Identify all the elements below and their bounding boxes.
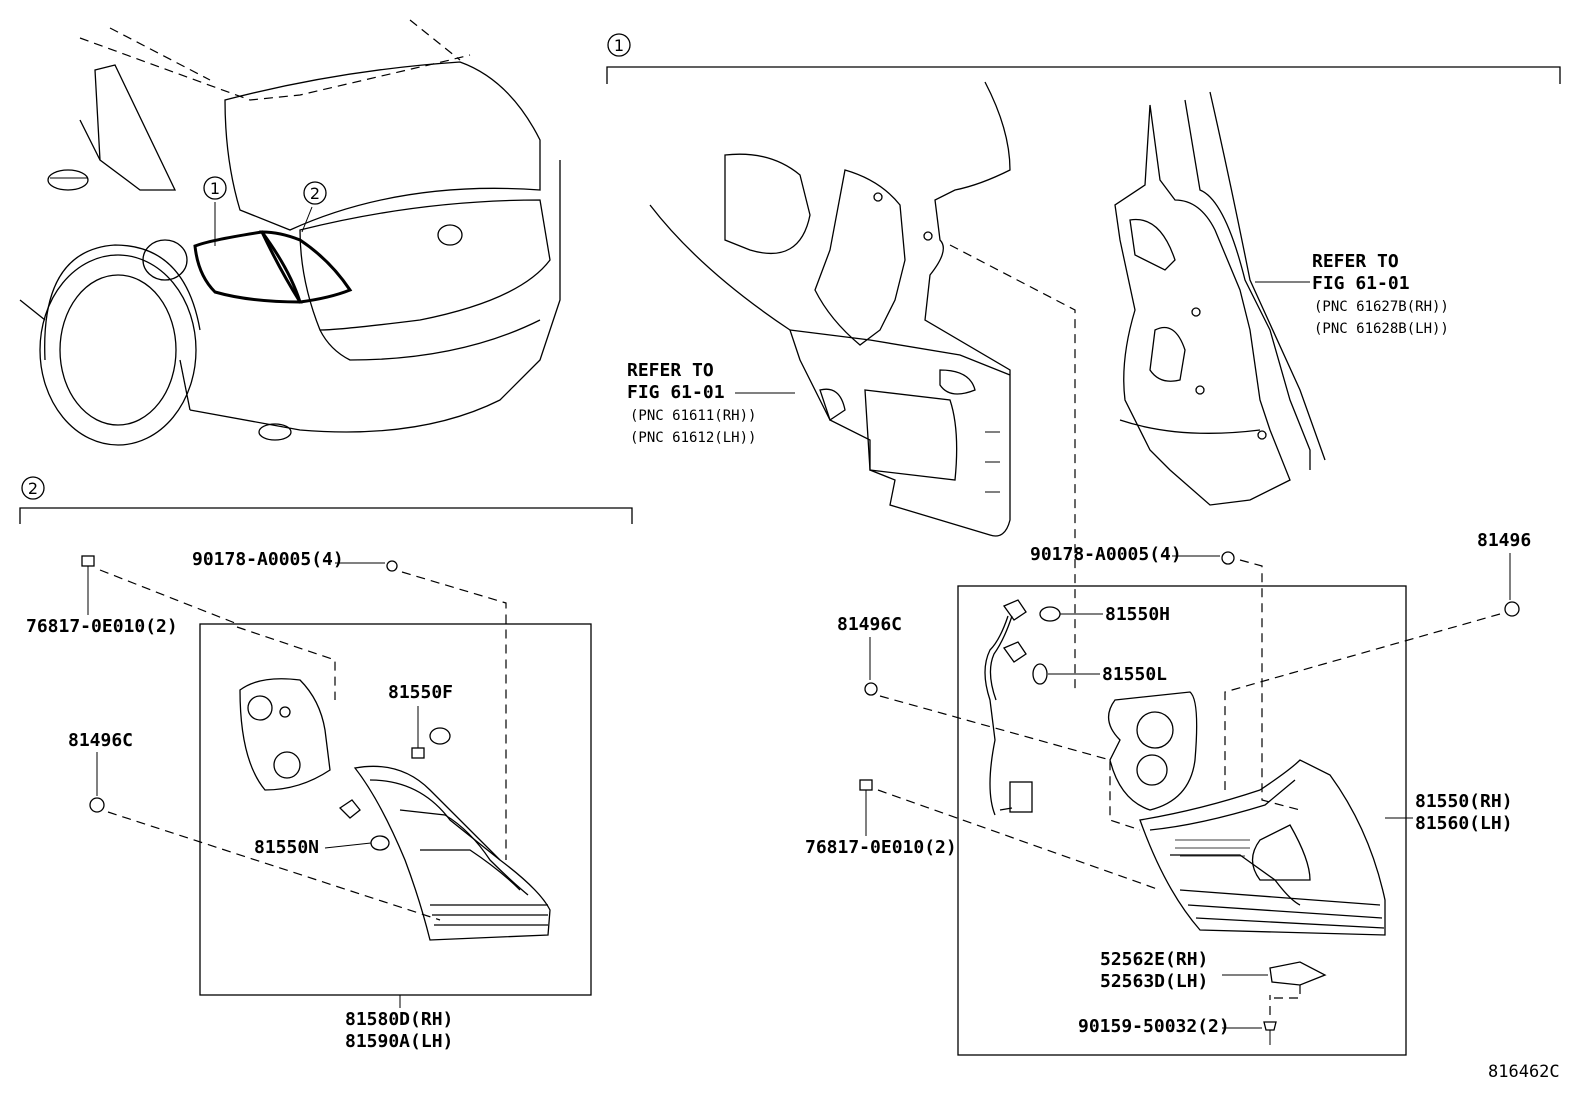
back-panel	[1114, 91, 1326, 506]
group-1-callout	[607, 33, 631, 57]
gasket-inner	[239, 678, 331, 791]
label-90178-a0005-right: 90178-A0005(4)	[1030, 544, 1182, 565]
label-90159-50032: 90159-50032(2)	[1078, 1016, 1230, 1037]
group-1-box	[957, 585, 1407, 1056]
ref-quarter-pnc-rh: (PNC 61611(RH))	[630, 408, 756, 424]
ref-quarter-title: REFER TO	[627, 360, 714, 381]
group-2-inner-lamp: 2 90178-A0005(4) 76817-0E010(2) 81496C 8…	[19, 476, 633, 1052]
group-2-callout-label: 2	[28, 479, 38, 498]
harness-connector	[1009, 781, 1033, 813]
ref-back-pnc-lh: (PNC 61628B(LH))	[1314, 321, 1449, 337]
ref-quarter-fig: FIG 61-01	[627, 382, 725, 403]
figure-id: 816462C	[1488, 1062, 1560, 1082]
bracket-52562e	[1269, 961, 1327, 986]
nut-90178-right	[1221, 551, 1235, 565]
group-2-callout	[21, 476, 45, 500]
screw-90159	[1263, 1021, 1277, 1031]
bulb-81550l	[1032, 663, 1048, 685]
clip-76817-right	[859, 779, 873, 791]
callout-2-marker	[303, 181, 327, 205]
bulb-81550f	[411, 747, 425, 759]
group-1-outer-lamp: 1 REFER TO FIG 61-01 (PNC 61611(RH)) (PN…	[606, 33, 1561, 1056]
quarter-panel	[649, 81, 1011, 537]
label-81560-lh: 81560(LH)	[1415, 813, 1513, 834]
group-2-bracket	[19, 507, 633, 524]
label-81550f: 81550F	[388, 682, 453, 703]
label-81496c-right: 81496C	[837, 614, 902, 635]
socket-81550f	[429, 727, 451, 745]
label-52562e-rh: 52562E(RH)	[1100, 949, 1208, 970]
bulb-81550n	[370, 835, 390, 851]
ref-back-title: REFER TO	[1312, 251, 1399, 272]
label-81496: 81496	[1477, 530, 1531, 551]
fuel-lid-opening	[724, 153, 811, 255]
inner-tail-lamp	[353, 765, 551, 941]
gasket-outer	[1108, 691, 1198, 811]
label-81550h: 81550H	[1105, 604, 1170, 625]
cushion-81496c-left	[89, 797, 105, 813]
ref-back-pnc-rh: (PNC 61627B(RH))	[1314, 299, 1449, 315]
clip-76817-left	[81, 555, 95, 567]
label-81496c-left: 81496C	[68, 730, 133, 751]
group-2-box	[199, 623, 592, 996]
label-76817-right: 76817-0E010(2)	[805, 837, 957, 858]
socket-81550n	[338, 799, 361, 819]
bulb-81550h	[1039, 606, 1061, 622]
callout-1-marker	[203, 176, 227, 200]
vehicle-overview: 1 2	[19, 19, 561, 446]
wire-harness	[984, 599, 1033, 816]
label-81590a-lh: 81590A(LH)	[345, 1031, 453, 1052]
cushion-81496	[1504, 601, 1520, 617]
label-81550-rh: 81550(RH)	[1415, 791, 1513, 812]
label-81550n: 81550N	[254, 837, 319, 858]
label-81580d-rh: 81580D(RH)	[345, 1009, 453, 1030]
outer-tail-lamp	[1139, 759, 1386, 936]
group-1-bracket	[606, 66, 1561, 84]
callout-2-label: 2	[310, 184, 320, 203]
label-76817-left: 76817-0E010(2)	[26, 616, 178, 637]
label-90178-a0005-left: 90178-A0005(4)	[192, 549, 344, 570]
ref-quarter-pnc-lh: (PNC 61612(LH))	[630, 430, 756, 446]
ref-back-fig: FIG 61-01	[1312, 273, 1410, 294]
callout-1-label: 1	[210, 179, 220, 198]
label-81550l: 81550L	[1102, 664, 1167, 685]
group-1-callout-label: 1	[614, 36, 624, 55]
label-52563d-lh: 52563D(LH)	[1100, 971, 1208, 992]
nut-90178-left	[386, 560, 398, 572]
cushion-81496c-right	[864, 682, 878, 696]
